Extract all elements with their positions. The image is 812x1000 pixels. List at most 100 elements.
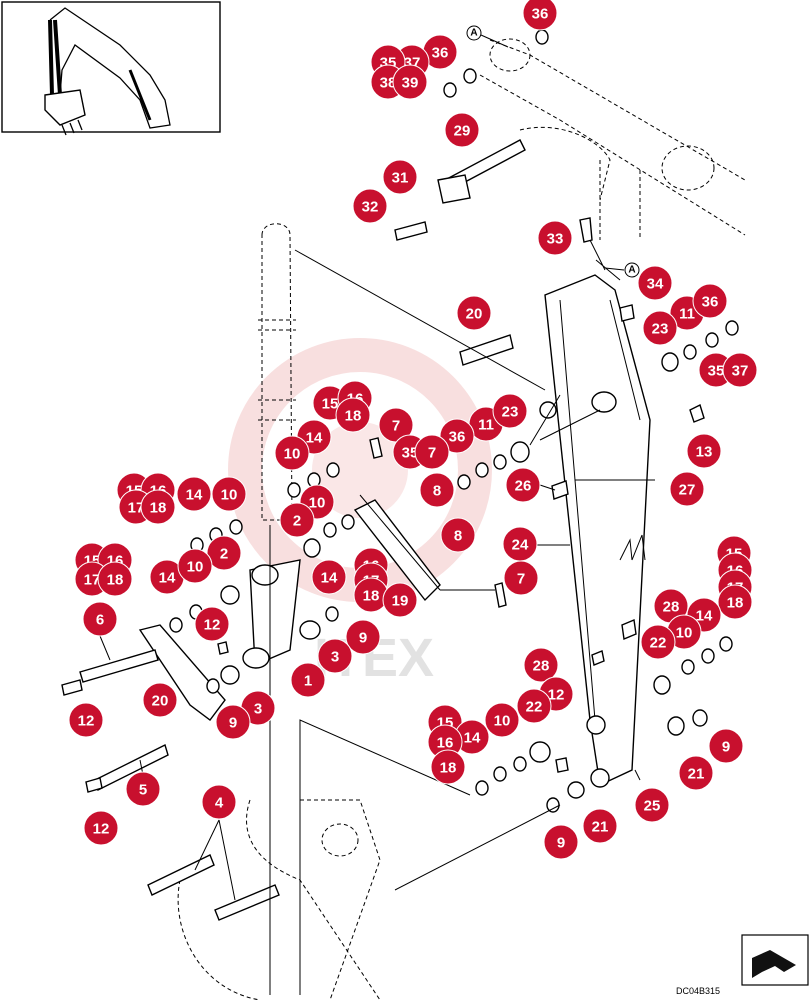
- callout-6: 6: [82, 601, 118, 637]
- callout-14: 14: [311, 559, 347, 595]
- callout-number: 7: [428, 445, 436, 462]
- callout-9: 9: [345, 619, 381, 655]
- callout-number: 10: [494, 713, 511, 730]
- thumbnail-inset: [1, 1, 221, 136]
- callout-4: 4: [201, 784, 237, 820]
- bushings-washers: [169, 29, 739, 813]
- callout-9: 9: [215, 704, 251, 740]
- callout-number: 20: [152, 693, 169, 710]
- callout-37: 37: [722, 352, 758, 388]
- callout-number: 11: [478, 417, 494, 434]
- callout-number: 4: [215, 795, 224, 812]
- reference-markers: A A: [466, 25, 640, 278]
- callout-28: 28: [523, 647, 559, 683]
- callout-number: 18: [107, 572, 124, 589]
- callout-number: 7: [517, 571, 525, 588]
- callout-number: 7: [392, 418, 400, 435]
- callout-27: 27: [669, 471, 705, 507]
- callout-number: 18: [150, 500, 167, 517]
- callout-number: 32: [362, 199, 379, 216]
- callout-labels: 3636373538392931323334113623353720151618…: [68, 0, 758, 860]
- callout-number: 10: [676, 625, 693, 642]
- callout-28: 28: [653, 588, 689, 624]
- callout-number: 8: [454, 528, 462, 545]
- callout-number: 10: [309, 495, 326, 512]
- callout-number: 23: [652, 321, 669, 338]
- callout-35: 35: [698, 352, 734, 388]
- callout-10: 10: [177, 548, 213, 584]
- callout-number: 9: [229, 715, 237, 732]
- callout-2: 2: [206, 535, 242, 571]
- callout-29: 29: [444, 112, 480, 148]
- callout-number: 14: [696, 608, 713, 625]
- callout-number: 14: [186, 487, 203, 504]
- callout-number: 36: [449, 429, 466, 446]
- callout-14: 14: [454, 719, 490, 755]
- callout-number: 14: [159, 570, 176, 587]
- callout-8: 8: [440, 517, 476, 553]
- callout-number: 36: [432, 45, 449, 62]
- callout-number: 33: [547, 231, 564, 248]
- callout-number: 10: [284, 446, 301, 463]
- callout-10: 10: [274, 435, 310, 471]
- bolts-fittings: [61, 217, 705, 793]
- callout-number: 21: [688, 766, 705, 783]
- callout-number: 28: [533, 658, 550, 675]
- callout-36: 36: [692, 283, 728, 319]
- callout-9: 9: [708, 728, 744, 764]
- callout-2: 2: [279, 502, 315, 538]
- callout-number: 20: [466, 306, 483, 323]
- arm-body: [539, 274, 651, 788]
- callout-12: 12: [83, 810, 119, 846]
- callout-24: 24: [502, 526, 538, 562]
- callout-12: 12: [194, 606, 230, 642]
- callout-9: 9: [543, 824, 579, 860]
- ref-marker-a-top: A: [470, 28, 477, 39]
- callout-number: 36: [532, 6, 549, 23]
- callout-36: 36: [422, 34, 458, 70]
- callout-number: 29: [454, 123, 471, 140]
- callout-number: 10: [221, 487, 238, 504]
- callout-number: 36: [702, 294, 719, 311]
- callout-22: 22: [516, 688, 552, 724]
- callout-22: 22: [640, 624, 676, 660]
- callout-number: 37: [732, 363, 749, 380]
- drawing-code: DC04B315: [676, 986, 720, 996]
- callout-10: 10: [484, 702, 520, 738]
- callout-number: 22: [650, 635, 667, 652]
- callout-number: 26: [515, 478, 532, 495]
- callout-number: 1: [304, 673, 312, 690]
- callout-number: 35: [708, 363, 725, 380]
- callout-32: 32: [352, 188, 388, 224]
- callout-number: 3: [254, 701, 262, 718]
- callout-18: 18: [97, 561, 133, 597]
- callout-number: 2: [220, 546, 228, 563]
- callout-7: 7: [503, 560, 539, 596]
- callout-10: 10: [211, 476, 247, 512]
- callout-23: 23: [642, 310, 678, 346]
- callout-number: 12: [93, 821, 110, 838]
- callout-number: 12: [78, 713, 95, 730]
- callout-number: 12: [204, 617, 221, 634]
- direction-arrow-icon: [741, 934, 809, 986]
- callout-20: 20: [456, 295, 492, 331]
- callout-number: 9: [359, 630, 367, 647]
- callout-33: 33: [537, 220, 573, 256]
- callout-number: 31: [392, 170, 409, 187]
- callout-36: 36: [522, 0, 558, 31]
- callout-13: 13: [686, 433, 722, 469]
- callout-number: 17: [84, 572, 101, 589]
- callout-number: 28: [663, 599, 680, 616]
- callout-26: 26: [505, 467, 541, 503]
- callout-number: 17: [128, 500, 145, 517]
- callout-36: 36: [439, 418, 475, 454]
- callout-number: 16: [437, 735, 454, 752]
- callout-number: 21: [592, 819, 609, 836]
- callout-number: 34: [647, 276, 664, 293]
- callout-21: 21: [678, 755, 714, 791]
- callout-number: 38: [380, 75, 397, 92]
- callout-number: 18: [345, 408, 362, 425]
- callout-number: 39: [402, 75, 419, 92]
- callout-number: 18: [727, 595, 744, 612]
- callout-5: 5: [125, 771, 161, 807]
